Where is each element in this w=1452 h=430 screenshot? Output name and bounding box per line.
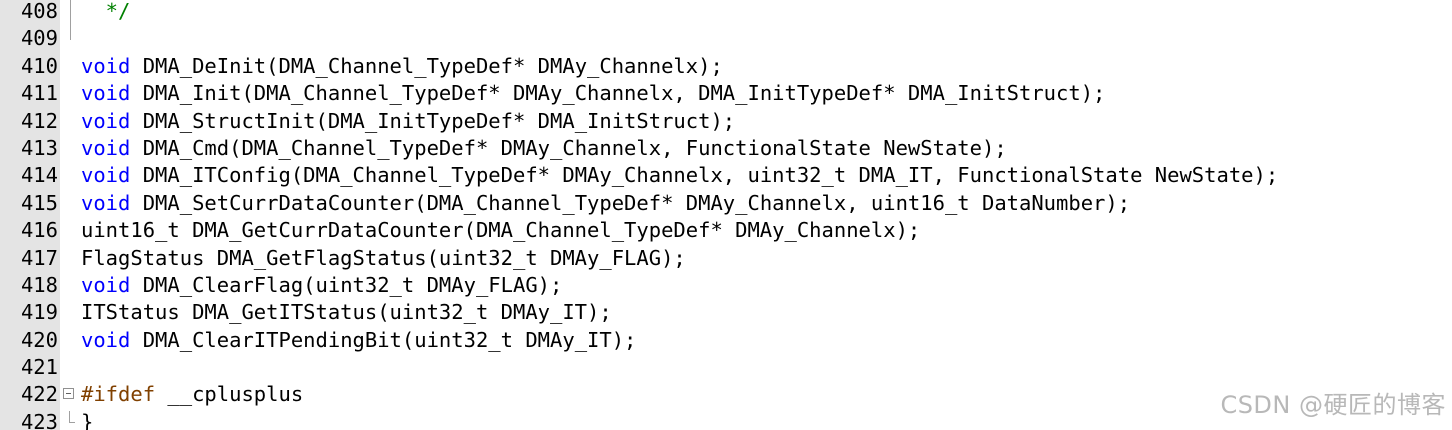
- code-line[interactable]: 413 void DMA_Cmd(DMA_Channel_TypeDef* DMA…: [0, 135, 1452, 162]
- line-number: 420: [20, 327, 58, 352]
- line-number: 408: [20, 0, 58, 23]
- code-token-text: DMA_ITConfig(DMA_Channel_TypeDef* DMAy_C…: [130, 163, 1279, 188]
- code-line[interactable]: 409: [0, 25, 1452, 52]
- code-line[interactable]: 415 void DMA_SetCurrDataCounter(DMA_Chann…: [0, 190, 1452, 217]
- code-text[interactable]: #ifdef __cplusplus: [81, 381, 303, 408]
- code-line[interactable]: 410 void DMA_DeInit(DMA_Channel_TypeDef* …: [0, 53, 1452, 80]
- line-number: 419: [20, 300, 58, 325]
- line-number: 418: [20, 272, 58, 297]
- line-number: 409: [20, 26, 58, 51]
- watermark: CSDN @硬匠的博客: [1220, 391, 1446, 419]
- code-line[interactable]: 423}: [0, 409, 1452, 430]
- code-token-text: uint16_t DMA_GetCurrDataCounter(DMA_Chan…: [81, 218, 921, 243]
- line-number: 414: [20, 163, 58, 188]
- fold-guide-top: [70, 0, 71, 40]
- code-token-keyword: void: [81, 272, 131, 297]
- code-token-text: DMA_Init(DMA_Channel_TypeDef* DMAy_Chann…: [130, 81, 1106, 106]
- code-line[interactable]: 419 ITStatus DMA_GetITStatus(uint32_t DMA…: [0, 299, 1452, 326]
- code-token-text: DMA_StructInit(DMA_InitTypeDef* DMA_Init…: [130, 108, 736, 133]
- code-text[interactable]: void DMA_DeInit(DMA_Channel_TypeDef* DMA…: [81, 53, 723, 80]
- code-line[interactable]: 408 */: [0, 0, 1452, 25]
- code-line[interactable]: 412 void DMA_StructInit(DMA_InitTypeDef* …: [0, 108, 1452, 135]
- code-token-text: DMA_ClearFlag(uint32_t DMAy_FLAG);: [130, 272, 563, 297]
- line-number: 415: [20, 190, 58, 215]
- code-token-text: DMA_SetCurrDataCounter(DMA_Channel_TypeD…: [130, 190, 1131, 215]
- code-line[interactable]: 420 void DMA_ClearITPendingBit(uint32_t D…: [0, 327, 1452, 354]
- code-token-text: DMA_DeInit(DMA_Channel_TypeDef* DMAy_Cha…: [130, 53, 723, 78]
- code-token-keyword: void: [81, 135, 131, 160]
- code-token-text: }: [81, 409, 94, 430]
- code-text[interactable]: void DMA_ClearFlag(uint32_t DMAy_FLAG);: [81, 272, 562, 299]
- code-token-keyword: void: [81, 163, 131, 188]
- code-line[interactable]: 418 void DMA_ClearFlag(uint32_t DMAy_FLAG…: [0, 272, 1452, 299]
- code-token-keyword: void: [81, 190, 131, 215]
- code-text[interactable]: FlagStatus DMA_GetFlagStatus(uint32_t DM…: [81, 245, 686, 272]
- line-number: 416: [20, 218, 58, 243]
- code-line[interactable]: 414 void DMA_ITConfig(DMA_Channel_TypeDef…: [0, 162, 1452, 189]
- code-line[interactable]: 411 void DMA_Init(DMA_Channel_TypeDef* DM…: [0, 80, 1452, 107]
- code-line[interactable]: 421: [0, 354, 1452, 381]
- code-text[interactable]: */: [81, 0, 131, 25]
- line-number: 417: [20, 245, 58, 270]
- code-line[interactable]: 422 #ifdef __cplusplus: [0, 381, 1452, 408]
- code-text[interactable]: void DMA_Init(DMA_Channel_TypeDef* DMAy_…: [81, 80, 1105, 107]
- code-token-keyword: void: [81, 108, 131, 133]
- code-token-keyword: void: [81, 81, 131, 106]
- code-line[interactable]: 417 FlagStatus DMA_GetFlagStatus(uint32_t…: [0, 245, 1452, 272]
- line-number: 422: [20, 382, 58, 407]
- code-token-text: FlagStatus DMA_GetFlagStatus(uint32_t DM…: [81, 245, 686, 270]
- line-number: 421: [20, 355, 58, 380]
- code-text[interactable]: }: [81, 409, 93, 430]
- code-token-text: __cplusplus: [155, 382, 304, 407]
- line-number-gutter: [0, 0, 60, 430]
- code-text[interactable]: ITStatus DMA_GetITStatus(uint32_t DMAy_I…: [81, 299, 612, 326]
- code-text[interactable]: void DMA_ITConfig(DMA_Channel_TypeDef* D…: [81, 162, 1278, 189]
- code-token-keyword: void: [81, 53, 131, 78]
- line-number: 412: [20, 108, 58, 133]
- fold-margin: [60, 0, 76, 430]
- line-number: 413: [20, 135, 58, 160]
- line-number: 411: [20, 81, 58, 106]
- fold-end-icon: [69, 410, 75, 423]
- fold-toggle-icon[interactable]: [63, 388, 74, 400]
- code-token-text: DMA_ClearITPendingBit(uint32_t DMAy_IT);: [130, 327, 637, 352]
- line-number: 410: [20, 53, 58, 78]
- code-token-preproc: #ifdef: [81, 382, 156, 407]
- code-token-keyword: void: [81, 327, 131, 352]
- code-token-comment: */: [81, 0, 131, 23]
- code-text[interactable]: void DMA_SetCurrDataCounter(DMA_Channel_…: [81, 190, 1130, 217]
- code-token-text: ITStatus DMA_GetITStatus(uint32_t DMAy_I…: [81, 300, 612, 325]
- code-text[interactable]: void DMA_ClearITPendingBit(uint32_t DMAy…: [81, 327, 636, 354]
- code-token-text: DMA_Cmd(DMA_Channel_TypeDef* DMAy_Channe…: [130, 135, 1007, 160]
- code-line[interactable]: 416 uint16_t DMA_GetCurrDataCounter(DMA_C…: [0, 217, 1452, 244]
- code-text[interactable]: uint16_t DMA_GetCurrDataCounter(DMA_Chan…: [81, 217, 920, 244]
- line-number: 423: [20, 409, 58, 430]
- code-text[interactable]: void DMA_Cmd(DMA_Channel_TypeDef* DMAy_C…: [81, 135, 1007, 162]
- code-text[interactable]: void DMA_StructInit(DMA_InitTypeDef* DMA…: [81, 108, 735, 135]
